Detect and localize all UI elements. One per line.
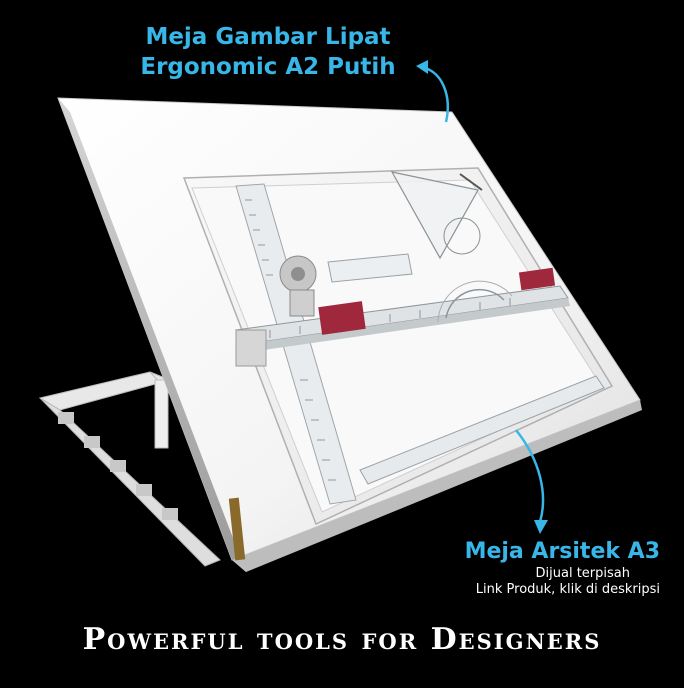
product-title-line1: Meja Gambar Lipat xyxy=(145,24,391,50)
product-title-line2: Ergonomic A2 Putih xyxy=(140,54,396,80)
accessory-note-sold-separately: Dijual terpisah xyxy=(535,566,630,581)
a3-drafting-board xyxy=(182,167,614,526)
clamp-right xyxy=(518,267,556,291)
product-title: Meja Gambar Lipat Ergonomic A2 Putih xyxy=(118,22,418,82)
accessory-note-link: Link Produk, klik di deskripsi xyxy=(475,582,660,597)
accessory-label: Meja Arsitek A3 Dijual terpisah Link Pro… xyxy=(400,538,660,598)
clamp-left xyxy=(318,301,366,335)
accessory-title: Meja Arsitek A3 xyxy=(464,539,660,564)
brand-tag xyxy=(228,497,246,561)
arrow-to-a3 xyxy=(515,429,545,523)
protractor-head xyxy=(235,255,317,367)
tagline: Powerful tools for Designers xyxy=(82,622,602,657)
arrow-to-a2 xyxy=(423,66,449,123)
